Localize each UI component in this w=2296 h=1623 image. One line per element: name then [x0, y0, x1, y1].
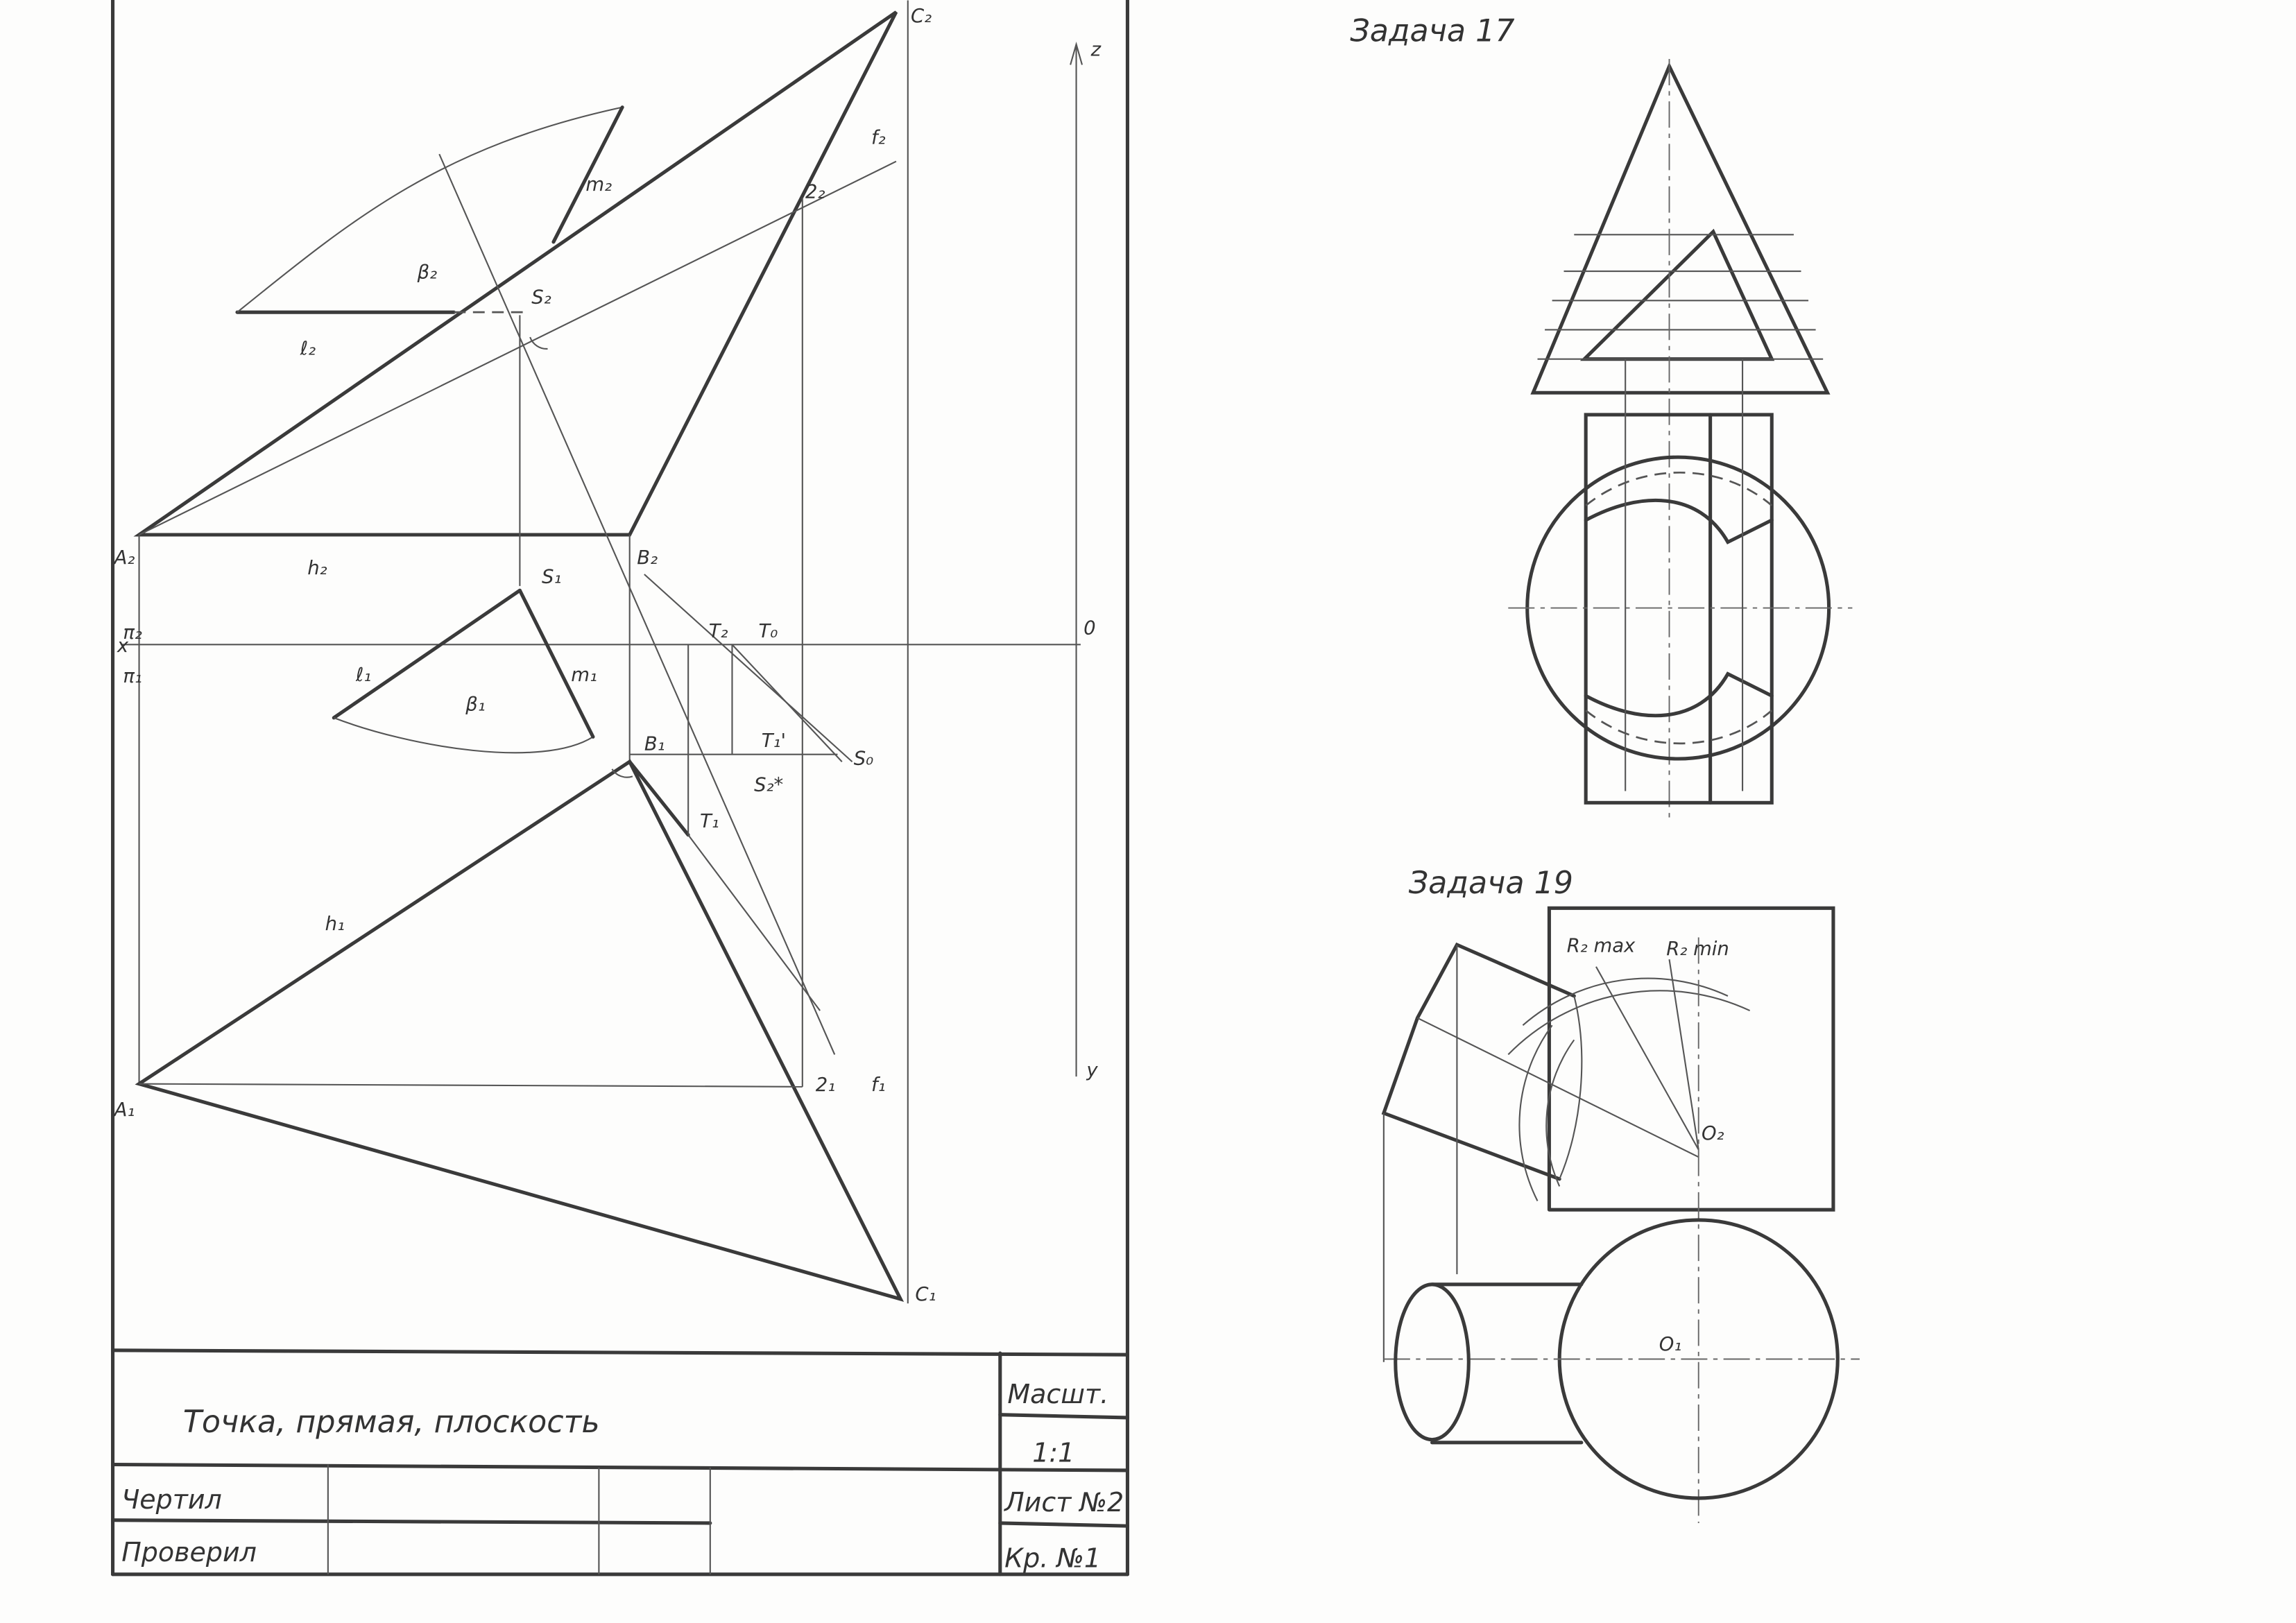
label-t0: T₀ — [758, 621, 778, 642]
sheet-frame — [111, 0, 1129, 1577]
label-b2: B₂ — [637, 547, 658, 569]
drew-label: Чертил — [121, 1484, 222, 1515]
label-x: x — [117, 635, 129, 657]
label-t1: T₁ — [700, 811, 719, 832]
label-a2: A₂ — [113, 547, 135, 569]
drawing-title: Точка, прямая, плоскость — [183, 1405, 600, 1440]
label-f1: f₁ — [871, 1074, 886, 1096]
label-o1: O₁ — [1659, 1334, 1682, 1355]
label-l2: ℓ₂ — [300, 338, 316, 359]
task-17-title: Задача 17 — [1350, 14, 1514, 49]
label-o2: O₂ — [1702, 1123, 1724, 1144]
checked-label: Проверил — [121, 1537, 257, 1568]
z-arrow-icon — [1070, 42, 1083, 65]
work-number: Кр. №1 — [1004, 1543, 1101, 1573]
label-beta2: β₂ — [417, 262, 438, 284]
label-f2: f₂ — [871, 127, 886, 148]
label-m1: m₁ — [571, 664, 597, 686]
label-2-2: 2₂ — [805, 182, 825, 203]
label-h1: h₁ — [325, 913, 345, 935]
scale-value: 1:1 — [1032, 1437, 1074, 1468]
label-pi1: π₁ — [123, 666, 142, 687]
scale-label: Масшт. — [1007, 1379, 1108, 1409]
label-origin: 0 — [1083, 618, 1095, 639]
label-r2-max: R₂ max — [1567, 936, 1636, 957]
label-m2: m₂ — [585, 174, 612, 196]
label-h2: h₂ — [307, 558, 327, 579]
label-t2: T₂ — [709, 621, 728, 642]
label-z: z — [1090, 40, 1102, 61]
label-s2-star: S₂* — [754, 774, 783, 796]
sheet-number: Лист №2 — [1003, 1487, 1124, 1518]
label-pi2: π₂ — [123, 622, 142, 644]
label-s1: S₁ — [542, 567, 561, 588]
main-projection-drawing: A₂ B₂ C₂ A₁ B₁ C₁ h₂ h₁ f₂ f₁ 2₂ 2₁ β₂ β… — [113, 0, 1102, 1305]
label-s0: S₀ — [854, 748, 873, 769]
label-t1-prime: T₁' — [762, 730, 786, 752]
label-r2-min: R₂ min — [1666, 938, 1729, 960]
title-block: Точка, прямая, плоскость Чертил Проверил… — [111, 1348, 1129, 1577]
label-s2: S₂ — [531, 286, 551, 308]
label-y: y — [1086, 1060, 1098, 1081]
label-beta1: β₁ — [465, 694, 486, 715]
label-2-1: 2₁ — [816, 1074, 835, 1096]
label-b1: B₁ — [644, 733, 665, 755]
label-c2: C₂ — [911, 6, 932, 27]
label-a1: A₁ — [113, 1099, 135, 1121]
task-17-drawing: Задача 17 — [1350, 14, 1853, 821]
task-19-title: Задача 19 — [1409, 866, 1573, 901]
label-c1: C₁ — [915, 1284, 936, 1305]
label-l1: ℓ₁ — [355, 664, 371, 686]
task-19-drawing: Задача 19 R₂ max R₂ min O₂ O₁ — [1381, 866, 1860, 1523]
